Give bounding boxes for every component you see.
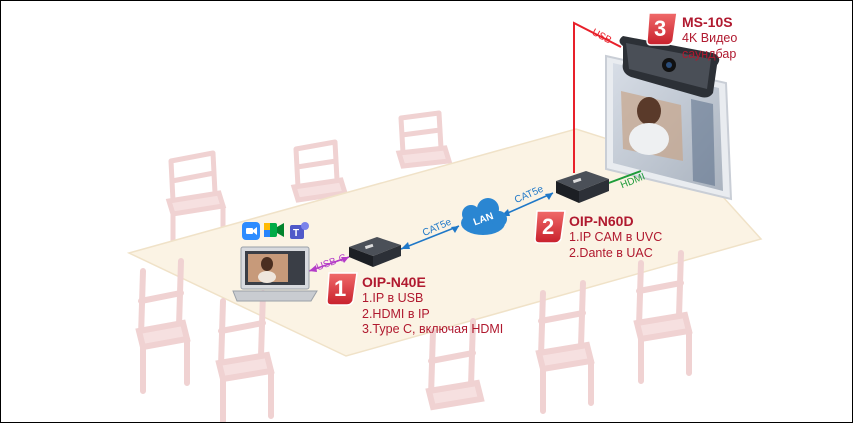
svg-text:T: T [293, 228, 299, 239]
n60d-line2: 2.Dante в UAC [569, 245, 653, 260]
n40e-line2: 2.HDMI в IP [362, 306, 430, 321]
badge-1-shape [326, 272, 358, 306]
badge-3-shape [646, 12, 678, 46]
soundbar [619, 36, 720, 98]
chair [535, 280, 595, 414]
chair [135, 258, 191, 394]
teams-icon: T [290, 222, 309, 239]
oip-n40e-device [349, 237, 401, 267]
chair [215, 290, 275, 422]
chairs-front [135, 250, 693, 422]
ms10s-line2: саундбар [682, 46, 737, 61]
oip-n60d-device [556, 171, 609, 203]
ms10s-label: MS-10S 4K Видео саундбар [682, 15, 737, 60]
usb-cable [573, 21, 622, 173]
badge-3-number: 3 [654, 16, 667, 41]
n40e-label: OIP-N40E 1.IP в USB 2.HDMI в IP 3.Type C… [362, 275, 503, 336]
n60d-line1: 1.IP CAM в UVC [569, 230, 663, 244]
hdmi-cable [605, 170, 642, 185]
chair [633, 250, 693, 384]
laptop [232, 246, 318, 302]
n60d-label: OIP-N60D 1.IP CAM в UVC 2.Dante в UAC [569, 214, 662, 259]
ms10s-title: MS-10S [682, 14, 733, 30]
badge-2-number: 2 [542, 214, 555, 239]
n40e-line1: 1.IP в USB [362, 291, 424, 305]
ms10s-line1: 4K Видео [682, 31, 738, 45]
chair [165, 150, 227, 244]
n40e-line3: 3.Type C, включая HDMI [362, 322, 504, 336]
badge-2-shape [534, 210, 566, 244]
chair [290, 139, 349, 203]
zoom-icon [242, 222, 260, 240]
n40e-title: OIP-N40E [362, 274, 426, 290]
badge-1-number: 1 [334, 276, 347, 301]
chair [395, 110, 453, 169]
n60d-title: OIP-N60D [569, 213, 634, 229]
cat5e-cable-right [500, 192, 554, 217]
google-meet-icon [264, 223, 284, 237]
cat5e-cable-left [400, 225, 460, 250]
lan-cloud-icon [461, 198, 507, 235]
chair [425, 318, 485, 411]
